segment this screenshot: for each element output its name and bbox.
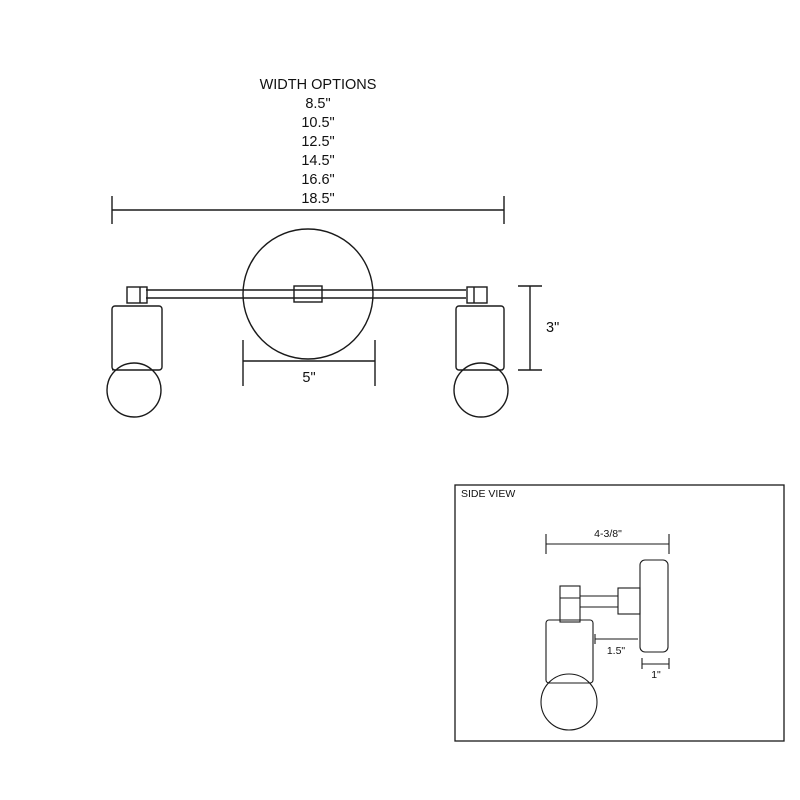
depth-dimension: 4-3/8" xyxy=(545,528,670,554)
side-wall-plate xyxy=(639,559,669,653)
plate-depth-dimension: 1" xyxy=(641,658,670,681)
plate-depth-label: 1" xyxy=(651,669,661,681)
width-option-1: 8.5" xyxy=(305,96,330,112)
side-lamp xyxy=(540,619,598,731)
front-view: WIDTH OPTIONS 8.5" 10.5" 12.5" 14.5" 16.… xyxy=(106,77,559,418)
fixture-arm xyxy=(146,285,466,303)
height-label: 3" xyxy=(546,320,559,336)
side-view-frame xyxy=(454,484,785,742)
plate-width-dimension: 5" xyxy=(242,340,376,386)
width-option-6: 18.5" xyxy=(301,191,334,207)
width-options-heading: WIDTH OPTIONS xyxy=(260,77,377,93)
height-dimension: 3" xyxy=(518,285,559,371)
arm-offset-label: 1.5" xyxy=(607,645,626,657)
width-option-5: 16.6" xyxy=(301,172,334,188)
side-arm xyxy=(559,585,641,623)
depth-label: 4-3/8" xyxy=(594,528,622,540)
plate-width-label: 5" xyxy=(302,370,315,386)
width-option-2: 10.5" xyxy=(301,115,334,131)
right-bulb xyxy=(453,362,509,418)
backplate xyxy=(242,228,374,360)
side-bulb xyxy=(540,673,598,731)
overall-width-dimension xyxy=(111,196,505,224)
right-lamp xyxy=(453,286,509,418)
left-bulb xyxy=(106,362,162,418)
width-option-4: 14.5" xyxy=(301,153,334,169)
width-option-3: 12.5" xyxy=(301,134,334,150)
left-lamp xyxy=(106,286,163,418)
arm-offset-dimension: 1.5" xyxy=(594,634,638,657)
side-view-panel: SIDE VIEW 4-3/8" 1.5" xyxy=(454,484,785,742)
side-view-title: SIDE VIEW xyxy=(461,488,515,500)
